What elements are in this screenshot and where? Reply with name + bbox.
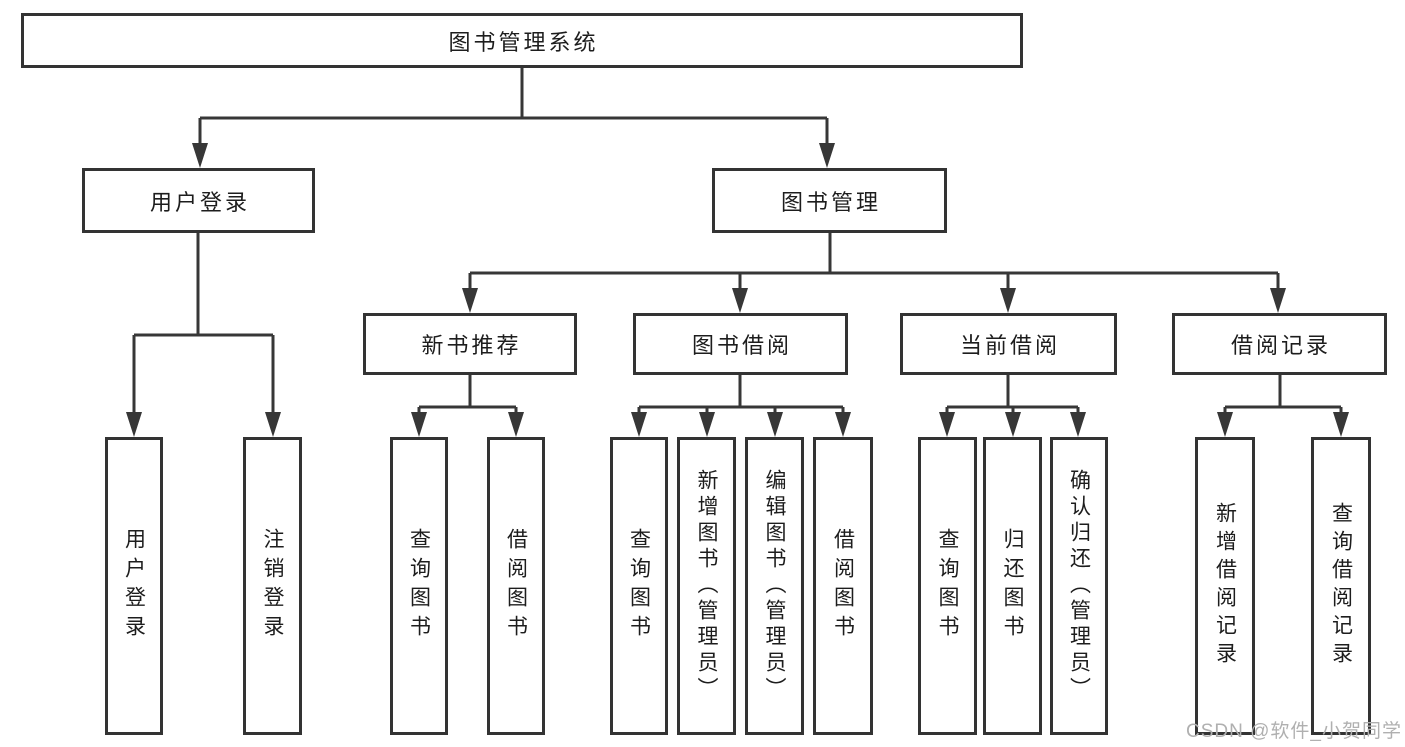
node-system-root: 图书管理系统: [21, 13, 1023, 68]
leaf-query-books-current: 查询图书: [918, 437, 977, 735]
leaf-query-books-borrow: 查询图书: [610, 437, 668, 735]
node-current-borrowing: 当前借阅: [900, 313, 1117, 375]
csdn-watermark: CSDN @软件_小贺同学: [1186, 721, 1402, 742]
node-user-login: 用户登录: [82, 168, 315, 233]
leaf-logout: 注销登录: [243, 437, 302, 735]
leaf-add-book-admin: 新增图书（管理员）: [677, 437, 736, 735]
leaf-query-books-recommend: 查询图书: [390, 437, 448, 735]
node-borrowing-records: 借阅记录: [1172, 313, 1387, 375]
tree-edges: [132, 68, 1343, 415]
leaf-confirm-return-admin: 确认归还（管理员）: [1050, 437, 1108, 735]
node-book-borrowing: 图书借阅: [633, 313, 848, 375]
node-new-book-recommend: 新书推荐: [363, 313, 577, 375]
leaf-user-login: 用户登录: [105, 437, 163, 735]
leaf-add-borrow-record: 新增借阅记录: [1195, 437, 1255, 735]
leaf-query-borrow-record: 查询借阅记录: [1311, 437, 1371, 735]
leaf-borrow-books-recommend: 借阅图书: [487, 437, 545, 735]
node-book-management: 图书管理: [712, 168, 947, 233]
leaf-return-books: 归还图书: [983, 437, 1042, 735]
leaf-edit-book-admin: 编辑图书（管理员）: [745, 437, 804, 735]
leaf-borrow-books: 借阅图书: [813, 437, 873, 735]
arrowheads: [126, 143, 1349, 437]
